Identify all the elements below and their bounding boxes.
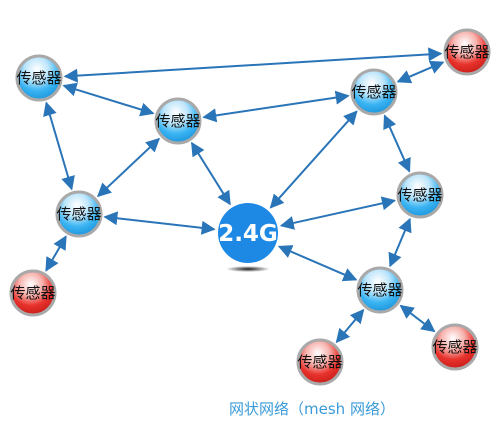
sensor-node-label: 传感器 (297, 353, 342, 371)
diagram-caption: 网状网络（mesh 网络） (229, 400, 395, 418)
edge-s1-s5 (43, 101, 75, 191)
edge-s8-s9 (335, 308, 365, 344)
sensor-node-circle (15, 54, 63, 102)
edge-s2-hub (190, 141, 231, 206)
sensor-node-circle (9, 269, 57, 317)
sensor-node-s9: 传感器 (296, 338, 344, 386)
edge-s7-hub (279, 196, 396, 230)
sensor-node-s5: 传感器 (55, 190, 103, 238)
sensor-node-s8: 传感器 (356, 266, 404, 314)
sensor-node-label: 传感器 (444, 43, 489, 61)
edge-s3-s7 (383, 114, 411, 173)
sensor-node-s6: 传感器 (9, 269, 57, 317)
sensor-node-label: 传感器 (155, 112, 200, 130)
edge-s3-hub (269, 110, 358, 209)
edge-s1-s4 (63, 47, 443, 83)
sensor-node-circle (350, 68, 398, 116)
edge-s2-s5 (96, 137, 161, 198)
edge-s2-s3 (202, 90, 350, 123)
sensor-node-s1: 传感器 (15, 54, 63, 102)
edges-layer (43, 47, 445, 344)
hub-node: 2.4G (218, 203, 278, 272)
edge-s5-s6 (45, 235, 67, 272)
sensor-node-circle (396, 171, 444, 219)
edge-s8-hub (277, 245, 358, 282)
edge-s3-s4 (396, 60, 445, 84)
edge-s5-hub (103, 211, 216, 235)
edge-s1-s2 (62, 82, 155, 117)
hub-node-circle (218, 203, 278, 263)
sensor-node-s7: 传感器 (396, 171, 444, 219)
sensor-node-s4: 传感器 (443, 28, 491, 76)
sensor-node-label: 传感器 (56, 205, 101, 223)
sensor-node-label: 传感器 (357, 281, 402, 299)
hub-shadow (226, 266, 270, 272)
edge-s7-s8 (388, 217, 412, 268)
sensor-node-label: 传感器 (432, 338, 477, 356)
sensor-node-circle (443, 28, 491, 76)
sensor-node-circle (55, 190, 103, 238)
sensor-node-circle (431, 323, 479, 371)
hub-node-label: 2.4G (218, 221, 278, 247)
sensor-node-label: 传感器 (397, 186, 442, 204)
sensor-node-circle (356, 266, 404, 314)
sensor-node-label: 传感器 (10, 284, 55, 302)
sensor-node-circle (296, 338, 344, 386)
sensor-node-s10: 传感器 (431, 323, 479, 371)
sensor-node-label: 传感器 (351, 83, 396, 101)
sensor-node-label: 传感器 (16, 69, 61, 87)
sensor-node-s2: 传感器 (154, 97, 202, 145)
sensor-node-s3: 传感器 (350, 68, 398, 116)
edge-s8-s10 (399, 304, 436, 333)
sensor-node-circle (154, 97, 202, 145)
